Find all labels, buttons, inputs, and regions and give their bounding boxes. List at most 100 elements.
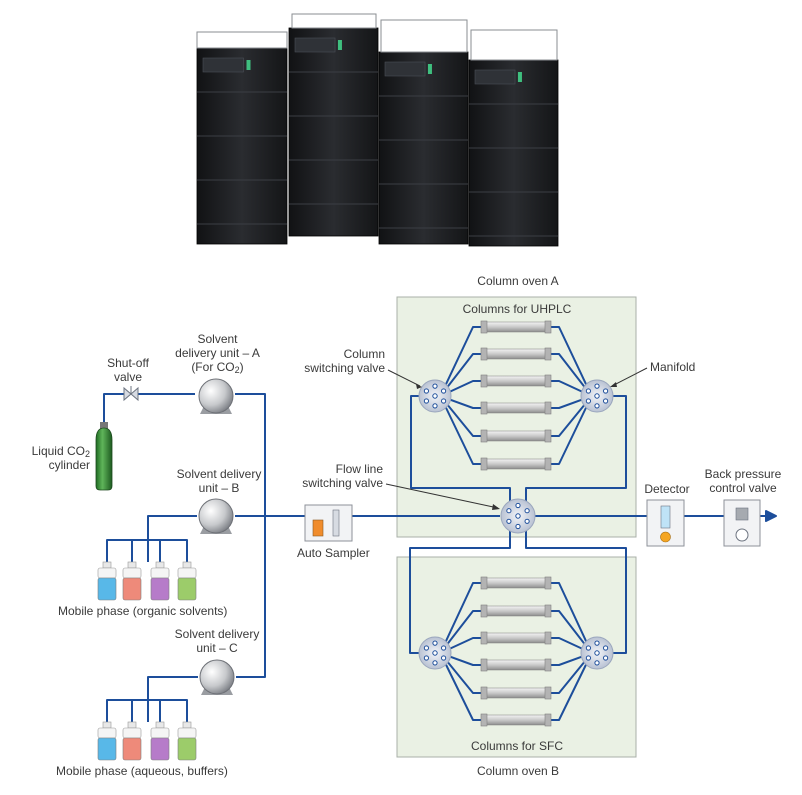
- column-end-fitting: [544, 320, 552, 334]
- auto-sampler-icon: [304, 504, 353, 542]
- column-end-fitting: [480, 320, 488, 334]
- column-switching-valve-line1: Column: [343, 347, 385, 361]
- column-icon: [483, 430, 549, 442]
- valve-port: [594, 403, 600, 409]
- mobile-phase-aqueous-label: Mobile phase (aqueous, buffers): [56, 764, 228, 778]
- solvent-unit-a-line2: delivery unit – A: [175, 346, 260, 360]
- column-switching-valve-label: Column switching valve: [280, 347, 385, 375]
- instrument-status-led: [517, 72, 522, 82]
- valve-port: [423, 645, 429, 651]
- components: [95, 320, 761, 761]
- column-icon: [483, 348, 549, 360]
- valve-center-port: [594, 393, 600, 399]
- column-end-fitting: [480, 604, 488, 618]
- back-pressure-control-valve-label: Back pressure control valve: [698, 467, 788, 495]
- instrument-status-led: [246, 60, 251, 70]
- column-end-fitting: [480, 631, 488, 645]
- pump-c-outlet-line: [236, 516, 266, 678]
- solvent-unit-c-line1: Solvent delivery: [174, 627, 260, 641]
- shutoff-valve-label: Shut-off valve: [98, 356, 158, 384]
- column-icon: [483, 375, 549, 387]
- column-icon: [483, 632, 549, 644]
- column-icon: [483, 458, 549, 470]
- auto-sampler-label: Auto Sampler: [297, 546, 370, 560]
- shutoff-valve-line2: valve: [113, 370, 142, 384]
- shutoff-valve-line1: Shut-off: [107, 356, 149, 370]
- detector-flow-cell: [660, 505, 671, 529]
- back-pressure-line1: Back pressure: [704, 467, 782, 481]
- valve-port: [594, 660, 600, 666]
- liquid-co2-line1: Liquid CO2: [31, 444, 90, 459]
- instrument-module-body: [468, 59, 559, 247]
- column-icon: [483, 687, 549, 699]
- instrument-module-body: [378, 51, 469, 245]
- instrument-module: [196, 47, 288, 245]
- detector-lamp: [660, 531, 671, 543]
- oven-a-column-switching-valve: [418, 379, 452, 413]
- flow-line-switching-valve-label: Flow line switching valve: [280, 462, 383, 490]
- column-icon: [483, 659, 549, 671]
- column-oven-b-label: Column oven B: [476, 764, 560, 778]
- organic-solvent-drops: [131, 540, 161, 562]
- bottle-cap: [182, 561, 192, 569]
- instrument-module: [468, 59, 559, 247]
- column-end-fitting: [544, 576, 552, 590]
- solvent-unit-c-line2: unit – C: [196, 641, 238, 655]
- column-end-fitting: [544, 713, 552, 727]
- bottle-shoulder: [177, 567, 197, 579]
- column-end-fitting: [544, 686, 552, 700]
- back-pressure-control-valve: [723, 499, 761, 547]
- columns-uhplc-label: Columns for UHPLC: [462, 302, 572, 316]
- solvent-bottle-icon: [97, 737, 117, 761]
- valve-port: [423, 398, 429, 404]
- flow-line-valve-arrowhead: [492, 504, 500, 510]
- solvent-bottle-icon: [177, 737, 197, 761]
- column-end-fitting: [544, 604, 552, 618]
- instrument-display: [474, 69, 516, 85]
- solvent-bottle-icon: [150, 737, 170, 761]
- instrument-display: [384, 61, 426, 77]
- valve-port: [524, 518, 530, 524]
- valve-to-oven-b-in-line: [409, 530, 511, 654]
- pump-b-inlet-line: [147, 515, 197, 562]
- manifold-arrowhead: [610, 382, 617, 387]
- pump-icon: [198, 378, 234, 414]
- manifold-pointer: [611, 367, 648, 387]
- valve-port: [432, 383, 438, 389]
- valve-port: [423, 655, 429, 661]
- column-icon: [483, 402, 549, 414]
- aqueous-solvent-bottles: [97, 721, 197, 761]
- flow-lines: [103, 326, 777, 722]
- column-end-fitting: [544, 631, 552, 645]
- bottle-cap: [102, 561, 112, 569]
- organic-solvent-bottles: [97, 561, 197, 601]
- mobile-phase-organic-label: Mobile phase (organic solvents): [58, 604, 228, 618]
- column-switching-valve-arrowhead: [416, 384, 422, 389]
- back-pressure-regulator-icon: [723, 499, 761, 547]
- sampler-needle: [332, 509, 340, 537]
- solvent-unit-a-line1: Solvent: [197, 332, 238, 346]
- instrument-display: [294, 37, 336, 53]
- valve-center-port: [594, 650, 600, 656]
- solvent-unit-b-line2: unit – B: [198, 481, 240, 495]
- bottle-cap: [102, 721, 112, 729]
- valve-port: [515, 502, 521, 509]
- column-end-fitting: [480, 374, 488, 388]
- solvent-bottle-icon: [150, 577, 170, 601]
- valve-port: [441, 655, 447, 661]
- pump-c-inlet-line: [147, 676, 198, 722]
- pump-icon: [198, 498, 234, 534]
- flow-line-valve-pointer: [385, 483, 499, 509]
- instrument-display: [202, 57, 244, 73]
- co2-line: [103, 393, 125, 425]
- flow-line-switching-line2: switching valve: [302, 476, 383, 490]
- column-end-fitting: [480, 686, 488, 700]
- bottle-cap: [127, 721, 137, 729]
- column-oven-a-box: [396, 296, 637, 538]
- detector: [646, 499, 685, 547]
- column-end-fitting: [544, 457, 552, 471]
- oven-b-manifold: [580, 636, 614, 670]
- sample-vial: [312, 519, 324, 537]
- cylinder-valve: [100, 422, 108, 430]
